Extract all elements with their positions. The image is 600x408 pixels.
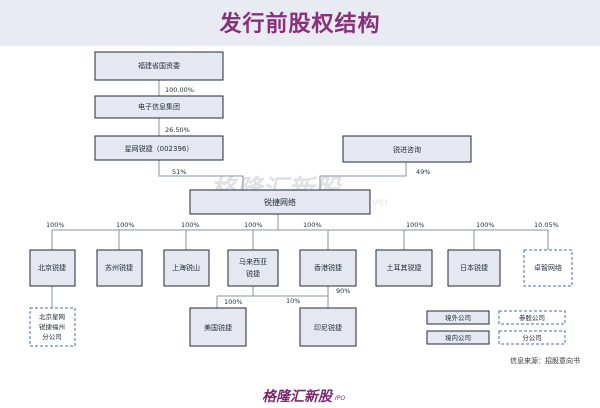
label-zhuozhi: 卓智网络 <box>534 263 562 272</box>
connector-lines <box>51 80 549 308</box>
label-usa: 美国锐捷 <box>204 323 232 332</box>
label-xingwang: 星网锐捷（002396） <box>125 144 194 153</box>
logo-ipo: IPO <box>335 395 346 402</box>
legend: 境外公司 境内公司 参股公司 分公司 <box>426 310 566 345</box>
pct-sasac-to-dianzi: 100.00% <box>165 86 194 94</box>
legend-overseas-swatch <box>426 310 490 325</box>
label-fuzhou-line3: 分公司 <box>42 332 62 341</box>
box-hongkong <box>299 249 357 287</box>
box-fujian-sasac <box>94 51 224 81</box>
source-note: 信息来源：招股意向书 <box>510 357 580 365</box>
label-hongkong: 香港锐捷 <box>314 263 342 272</box>
box-zhuozhi <box>523 249 573 287</box>
box-fuzhou-branch <box>29 307 76 347</box>
box-shanghai <box>163 249 210 287</box>
pct-xingwang-to-ruijie: 51% <box>172 168 186 176</box>
box-dianzi-xinxi <box>94 95 224 119</box>
page-title: 发行前股权结构 <box>219 12 381 37</box>
label-beijing: 北京锐捷 <box>38 263 66 272</box>
label-malaysia-line2: 锐捷 <box>246 269 260 278</box>
label-shanghai: 上海锐山 <box>172 263 200 272</box>
box-suzhou <box>96 249 143 287</box>
label-dianzi-xinxi: 电子信息集团 <box>138 102 180 111</box>
label-ruijie: 锐捷网络 <box>264 197 296 207</box>
label-indonesia: 印尼锐捷 <box>314 323 342 332</box>
pct-beijing: 100% <box>46 221 65 229</box>
pct-japan: 100% <box>476 221 495 229</box>
pct-malaysia: 100% <box>244 221 263 229</box>
header-band <box>0 0 600 46</box>
pct-hongkong: 100% <box>303 221 322 229</box>
box-indonesia <box>299 307 357 347</box>
label-japan: 日本锐捷 <box>460 263 488 272</box>
pct-turkey: 100% <box>406 221 425 229</box>
box-ruijie <box>189 189 371 215</box>
label-fuzhou-line1: 北京星网 <box>39 312 65 321</box>
label-malaysia-line1: 马来西亚 <box>239 258 267 266</box>
label-ruijin: 锐进咨询 <box>393 145 421 154</box>
pct-suzhou: 100% <box>116 221 135 229</box>
pct-malaysia-to-indonesia: 10% <box>286 297 300 305</box>
watermark-ipo: IPO <box>372 199 387 209</box>
entity-boxes: 福建省国资委 电子信息集团 星网锐捷（002396） 锐进咨询 锐捷网络 北京锐… <box>29 51 573 347</box>
box-malaysia <box>227 249 279 287</box>
pct-zhuozhi: 10.05% <box>534 221 559 229</box>
legend-overseas-label: 境外公司 <box>445 313 471 322</box>
box-usa <box>189 307 247 347</box>
box-beijing <box>29 249 76 287</box>
pct-ruijin-to-ruijie: 49% <box>416 168 430 176</box>
label-fuzhou-line2: 锐捷福州 <box>39 322 65 331</box>
legend-branch-swatch <box>498 330 566 345</box>
pct-hongkong-to-indonesia: 90% <box>336 287 350 295</box>
legend-associate-label: 参股公司 <box>519 313 545 322</box>
legend-domestic-swatch <box>426 330 490 345</box>
legend-branch-label: 分公司 <box>522 333 542 342</box>
legend-domestic-label: 境内公司 <box>445 333 471 342</box>
label-fujian-sasac: 福建省国资委 <box>138 61 180 70</box>
box-ruijin <box>342 135 472 163</box>
box-xingwang <box>94 135 224 161</box>
box-japan <box>447 249 501 287</box>
pct-malaysia-to-usa: 100% <box>224 298 243 306</box>
legend-associate-swatch <box>498 310 566 325</box>
percentage-labels: 100.00% 26.50% 51% 49% 100% 100% 100% 10… <box>46 86 559 306</box>
logo-text: 格隆汇新股 <box>262 389 332 405</box>
pct-shanghai: 100% <box>181 221 200 229</box>
label-turkey: 土耳其锐捷 <box>387 263 422 272</box>
box-turkey <box>375 249 433 287</box>
label-suzhou: 苏州锐捷 <box>105 263 133 272</box>
pct-dianzi-to-xingwang: 26.50% <box>165 126 190 134</box>
